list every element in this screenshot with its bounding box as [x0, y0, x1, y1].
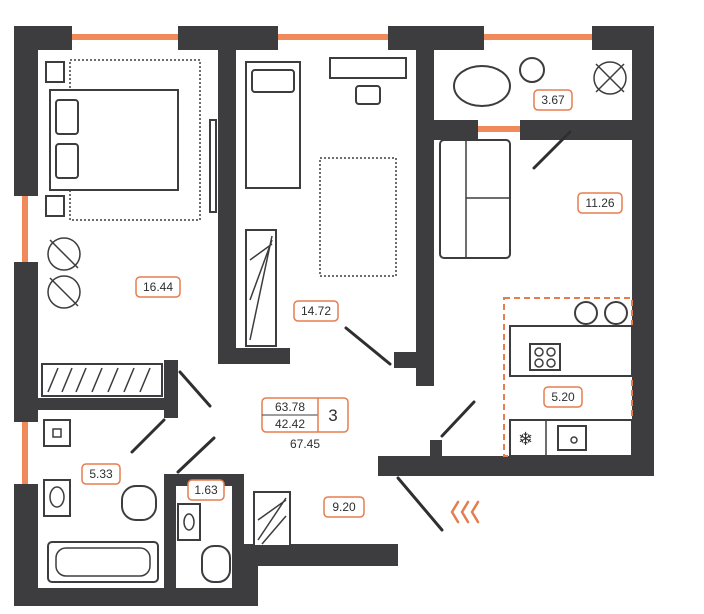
wall-balcony-bottom-right [520, 120, 632, 140]
total-area: 63.78 [275, 400, 305, 414]
nightstand-bottom [45, 195, 65, 217]
window-bedroom-2 [278, 34, 388, 40]
wall-bed1-bottom [14, 398, 178, 410]
door-bedroom-2[interactable] [344, 326, 392, 366]
tv-unit [209, 119, 217, 213]
kitchen-pot-1 [574, 301, 598, 325]
washing-machine [43, 419, 71, 447]
wall-bed2-living [416, 26, 434, 386]
area-labels: 16.44 14.72 3.67 11.26 5.20 5.33 1.63 9 [81, 89, 623, 518]
wall-bed2-bottom-left [218, 348, 290, 364]
living-area: 42.42 [275, 417, 305, 431]
area-text: 5.20 [551, 390, 575, 404]
bath-sink [43, 479, 71, 517]
wardrobe-hatch [47, 367, 151, 393]
area-text: 16.44 [143, 280, 173, 294]
area-label-bedroom-1: 16.44 [135, 276, 181, 298]
rooms-count: 3 [328, 406, 337, 425]
area-text: 5.33 [89, 467, 113, 481]
area-label-kitchen: 5.20 [543, 386, 583, 408]
nightstand-top [45, 61, 65, 83]
pillow-1 [55, 99, 79, 135]
walls [14, 26, 654, 606]
area-text: 3.67 [541, 93, 565, 107]
stove-icon [529, 343, 561, 371]
wall-right [632, 26, 654, 476]
area-with-balcony: 67.45 [290, 437, 320, 451]
windows [22, 34, 592, 484]
plant-icon [47, 237, 81, 309]
kitchen-furniture: ❄ [503, 297, 633, 457]
area-text: 11.26 [585, 196, 614, 210]
bedroom-2-furniture [245, 57, 407, 347]
wall-left-lower [14, 484, 38, 606]
bathroom-furniture [43, 419, 159, 583]
door-kitchen[interactable] [440, 400, 476, 438]
wc-sink [177, 503, 201, 541]
window-bedroom-1 [72, 34, 178, 40]
window-bedroom-1-side [22, 196, 28, 262]
desk-chair [355, 85, 381, 105]
hall-wardrobe-hatch [257, 497, 287, 545]
door-entrance[interactable] [396, 476, 444, 532]
area-label-toilet: 1.63 [187, 479, 225, 501]
area-text: 9.20 [332, 500, 356, 514]
pillow-2 [55, 143, 79, 179]
wall-bath-toilet [164, 474, 176, 606]
bathtub [47, 541, 159, 583]
area-label-living: 11.26 [577, 192, 623, 214]
kitchen-pot-2 [604, 301, 628, 325]
area-label-hallway: 9.20 [323, 496, 365, 518]
door-balcony[interactable] [532, 130, 572, 170]
area-summary: 63.78 42.42 3 67.45 [261, 397, 349, 451]
door-bedroom-1[interactable] [178, 370, 212, 408]
snowflake-icon: ❄ [518, 429, 533, 450]
sofa [439, 139, 511, 259]
area-text: 14.72 [301, 304, 331, 318]
kitchen-counter [509, 325, 633, 377]
wall-balcony-bottom-left [434, 120, 478, 140]
wall-entrance-stub [430, 440, 442, 476]
wall-bottom [14, 588, 258, 606]
door-bathroom[interactable] [130, 418, 166, 454]
wall-left-upper [14, 26, 38, 196]
area-text: 1.63 [194, 483, 218, 497]
entrance-arrow-icon [450, 500, 480, 524]
window-balcony [484, 34, 592, 40]
doors [130, 130, 572, 532]
wall-top-mid2 [388, 26, 484, 50]
wc-toilet [201, 545, 231, 583]
wall-wardrobe-side [164, 360, 178, 418]
plant-icon [593, 61, 627, 95]
wall-bottom-step [240, 544, 398, 566]
window-living-balcony [478, 126, 520, 132]
rug-2 [319, 157, 397, 277]
area-label-balcony: 3.67 [533, 89, 573, 111]
wall-bed1-bed2 [218, 26, 236, 352]
wall-kitchen-bottom [378, 456, 654, 476]
area-label-bedroom-2: 14.72 [293, 300, 339, 322]
balcony-furniture [453, 57, 627, 107]
area-label-bathroom: 5.33 [81, 463, 121, 485]
balcony-armchair [453, 65, 511, 107]
wall-left-middle [14, 262, 38, 422]
bath-toilet [121, 485, 157, 521]
window-bathroom [22, 422, 28, 484]
desk [329, 57, 407, 79]
wardrobe-2-hatch [249, 235, 273, 341]
door-toilet[interactable] [176, 436, 216, 474]
wall-bottom-step-v [240, 544, 258, 606]
balcony-table [519, 57, 545, 83]
living-furniture [439, 139, 511, 259]
bedroom-1-furniture [41, 59, 217, 397]
single-bed-pillow [251, 69, 295, 93]
wall-toilet-right [232, 474, 244, 606]
wall-bed2-bottom-right [394, 352, 434, 368]
toilet-furniture [177, 503, 231, 583]
hallway-furniture [253, 491, 291, 547]
